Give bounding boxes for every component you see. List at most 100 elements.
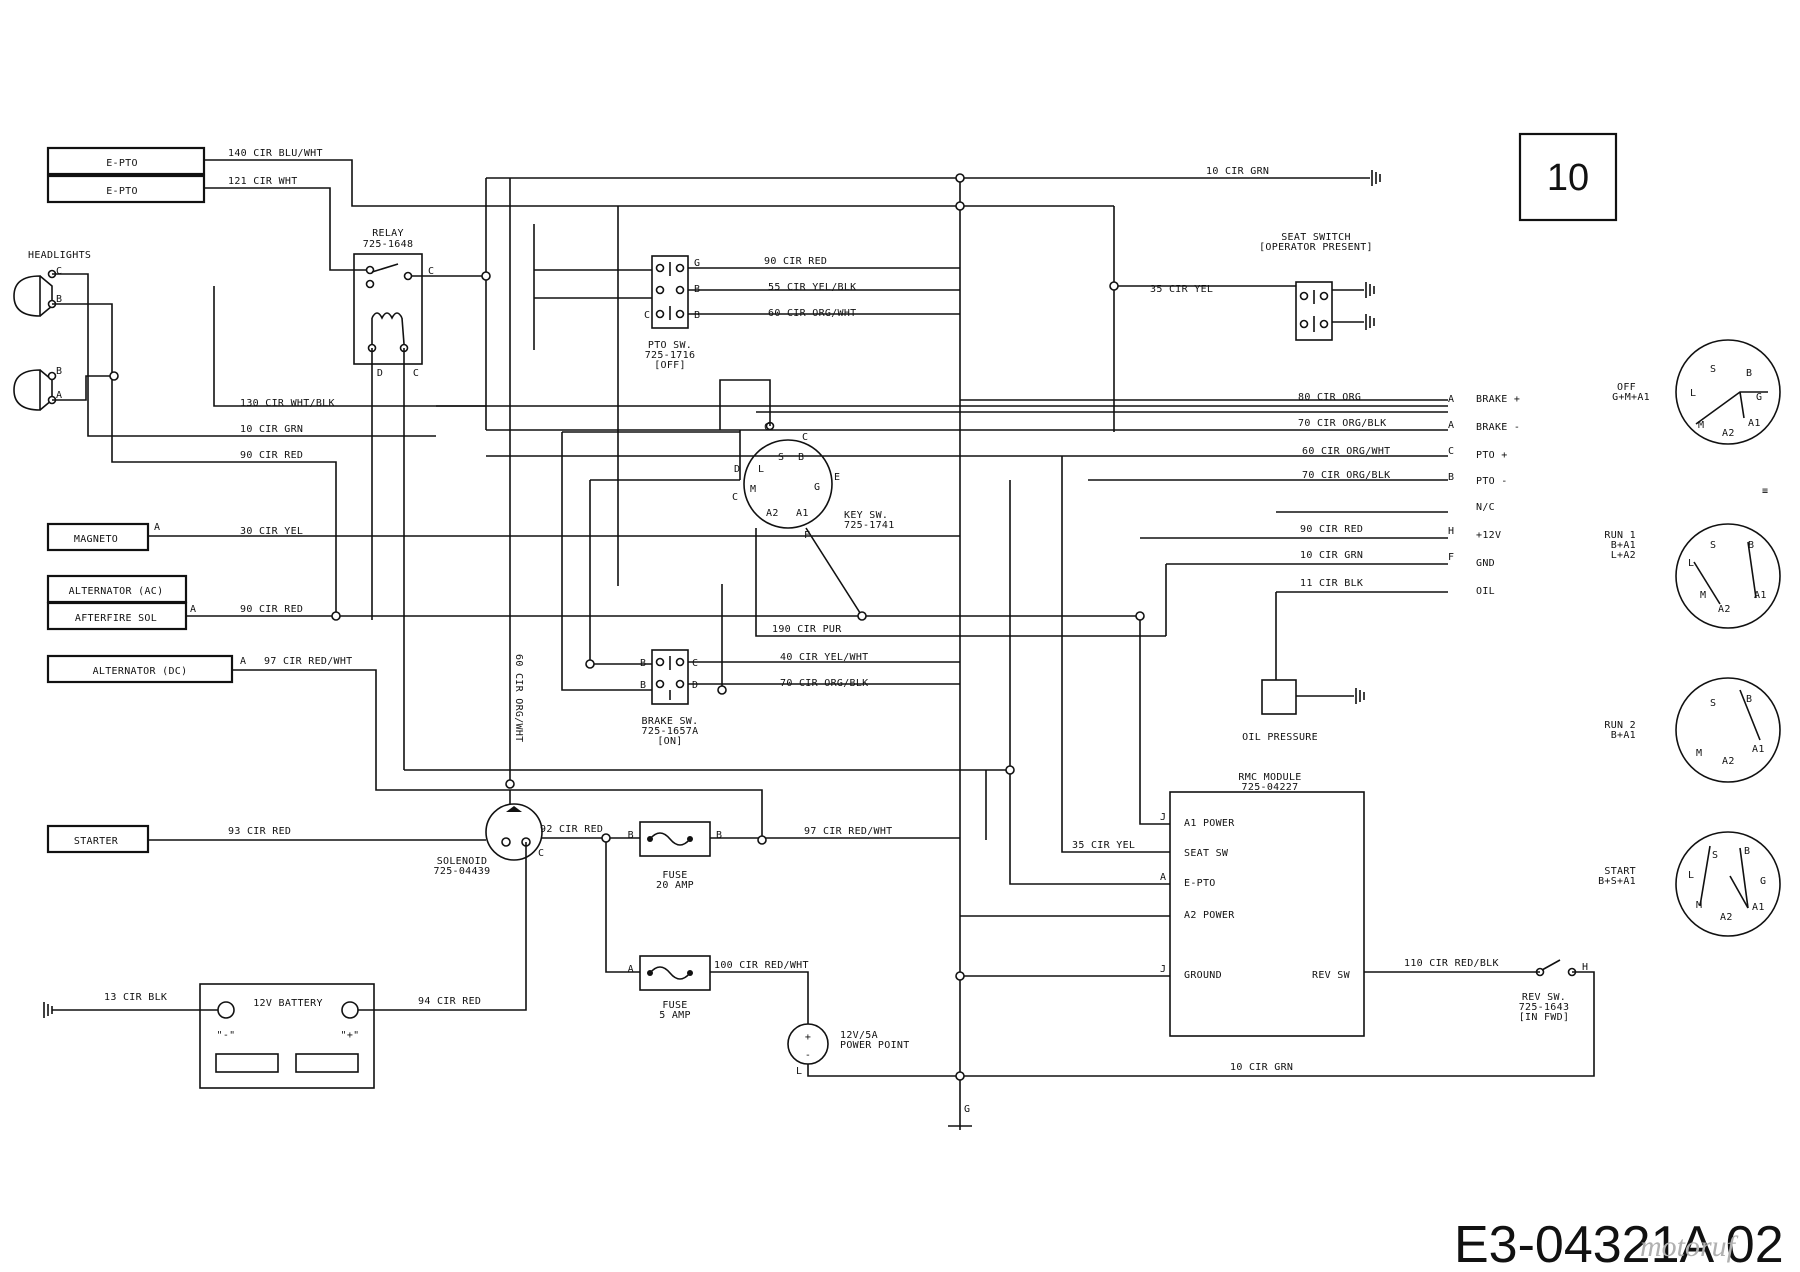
svg-text:H: H xyxy=(1582,962,1588,973)
svg-text:KEY SW.: KEY SW. xyxy=(844,510,888,521)
svg-text:97 CIR RED/WHT: 97 CIR RED/WHT xyxy=(804,826,893,837)
svg-text:RUN 2: RUN 2 xyxy=(1604,720,1636,731)
svg-text:10 CIR GRN: 10 CIR GRN xyxy=(1230,1062,1293,1073)
svg-text:12V BATTERY: 12V BATTERY xyxy=(253,998,323,1009)
oil-pressure-sender: OIL PRESSURE xyxy=(1242,679,1365,743)
svg-text:13 CIR BLK: 13 CIR BLK xyxy=(104,992,167,1003)
svg-text:M: M xyxy=(1698,420,1704,431)
svg-text:HEADLIGHTS: HEADLIGHTS xyxy=(28,250,91,261)
svg-text:94 CIR RED: 94 CIR RED xyxy=(418,996,481,1007)
svg-text:+: + xyxy=(805,1032,811,1043)
svg-text:B: B xyxy=(1448,472,1454,483)
svg-text:80 CIR ORG: 80 CIR ORG xyxy=(1298,392,1361,403)
svg-text:B: B xyxy=(1744,846,1750,857)
svg-text:F: F xyxy=(1448,552,1454,563)
svg-text:L: L xyxy=(1690,388,1696,399)
svg-text:B: B xyxy=(56,366,62,377)
svg-text:A: A xyxy=(240,656,246,667)
page-number: 10 xyxy=(1547,157,1589,199)
svg-text:12V/5A: 12V/5A xyxy=(840,1030,878,1041)
svg-text:C: C xyxy=(56,266,62,277)
svg-text:725-1657A: 725-1657A xyxy=(642,726,699,737)
svg-text:AFTERFIRE SOL: AFTERFIRE SOL xyxy=(75,613,157,624)
svg-text:J: J xyxy=(1160,964,1166,975)
starter-box: STARTER xyxy=(46,824,150,854)
key-switch: S B L G M A2 A1 C C D E C F KEY SW. 725-… xyxy=(732,421,894,541)
svg-text:B: B xyxy=(628,830,634,841)
svg-text:GND: GND xyxy=(1476,558,1495,569)
svg-text:725-04439: 725-04439 xyxy=(434,866,491,877)
svg-text:L: L xyxy=(1688,870,1694,881)
svg-text:RELAY: RELAY xyxy=(372,228,404,239)
svg-text:FUSE: FUSE xyxy=(662,870,687,881)
key-position-start: START B+S+A1 S B L G M A2 A1 xyxy=(1598,831,1781,937)
svg-text:E: E xyxy=(834,472,840,483)
svg-text:100 CIR RED/WHT: 100 CIR RED/WHT xyxy=(714,960,809,971)
svg-text:55 CIR YEL/BLK: 55 CIR YEL/BLK xyxy=(768,282,857,293)
svg-text:A2: A2 xyxy=(1722,428,1735,439)
pto-switch: G B B C PTO SW. 725-1716 [OFF] xyxy=(644,255,700,371)
svg-text:START: START xyxy=(1604,866,1636,877)
key-position-off: OFF G+M+A1 S B L G M A2 A1 xyxy=(1612,339,1781,445)
svg-text:92 CIR RED: 92 CIR RED xyxy=(540,824,603,835)
svg-text:30 CIR YEL: 30 CIR YEL xyxy=(240,526,303,537)
svg-text:E-PTO: E-PTO xyxy=(1184,878,1216,889)
svg-text:90 CIR RED: 90 CIR RED xyxy=(240,604,303,615)
svg-text:B+S+A1: B+S+A1 xyxy=(1598,876,1636,887)
svg-text:A1: A1 xyxy=(1752,744,1765,755)
svg-text:[ON]: [ON] xyxy=(657,736,682,747)
svg-text:L: L xyxy=(758,464,764,475)
svg-text:H: H xyxy=(1448,526,1454,537)
svg-text:OIL PRESSURE: OIL PRESSURE xyxy=(1242,732,1318,743)
svg-text:90 CIR RED: 90 CIR RED xyxy=(240,450,303,461)
alternator-ac-box: ALTERNATOR (AC) AFTERFIRE SOL xyxy=(46,574,188,631)
svg-text:ALTERNATOR (DC): ALTERNATOR (DC) xyxy=(93,666,188,677)
svg-text:A: A xyxy=(1160,872,1166,883)
svg-text:"-": "-" xyxy=(217,1030,236,1041)
svg-text:40 CIR YEL/WHT: 40 CIR YEL/WHT xyxy=(780,652,869,663)
svg-text:L: L xyxy=(796,1066,802,1077)
svg-text:SEAT SWITCH: SEAT SWITCH xyxy=(1281,232,1351,243)
svg-text:A1 POWER: A1 POWER xyxy=(1184,818,1235,829)
svg-text:G: G xyxy=(1760,876,1766,887)
svg-text:B: B xyxy=(694,310,700,321)
svg-text:D: D xyxy=(377,368,383,379)
svg-text:725-1716: 725-1716 xyxy=(645,350,696,361)
svg-text:ALTERNATOR (AC): ALTERNATOR (AC) xyxy=(69,586,164,597)
rmc-module: RMC MODULE 725-04227 A1 POWER SEAT SW E-… xyxy=(1160,772,1365,1037)
svg-text:C: C xyxy=(413,368,419,379)
svg-text:STARTER: STARTER xyxy=(74,836,119,847)
svg-text:M: M xyxy=(1696,748,1702,759)
svg-text:POWER POINT: POWER POINT xyxy=(840,1040,910,1051)
svg-text:725-1643: 725-1643 xyxy=(1519,1002,1570,1013)
svg-text:MAGNETO: MAGNETO xyxy=(74,534,118,545)
svg-text:121 CIR WHT: 121 CIR WHT xyxy=(228,176,298,187)
svg-text:S: S xyxy=(1712,850,1718,861)
fuse-5a: A FUSE 5 AMP xyxy=(628,955,711,1021)
svg-text:BRAKE +: BRAKE + xyxy=(1476,394,1520,405)
svg-text:A: A xyxy=(56,390,62,401)
svg-text:B: B xyxy=(1746,694,1752,705)
svg-text:C: C xyxy=(644,310,650,321)
svg-text:[OFF]: [OFF] xyxy=(654,360,686,371)
key-position-run1: RUN 1 B+A1 L+A2 S B L M A2 A1 xyxy=(1604,523,1781,629)
fuse-20a: B B FUSE 20 AMP xyxy=(628,821,722,891)
svg-text:L+A2: L+A2 xyxy=(1611,550,1636,561)
svg-text:S: S xyxy=(1710,698,1716,709)
power-point: + - 12V/5A POWER POINT L xyxy=(787,1023,910,1077)
svg-text:5 AMP: 5 AMP xyxy=(659,1010,691,1021)
svg-text:D: D xyxy=(734,464,740,475)
svg-text:35 CIR YEL: 35 CIR YEL xyxy=(1072,840,1135,851)
svg-text:M: M xyxy=(1700,590,1706,601)
svg-text:B: B xyxy=(716,830,722,841)
svg-text:93 CIR RED: 93 CIR RED xyxy=(228,826,291,837)
svg-text:J: J xyxy=(1160,812,1166,823)
svg-text:A2: A2 xyxy=(1720,912,1733,923)
svg-text:60 CIR ORG/WHT: 60 CIR ORG/WHT xyxy=(513,654,524,743)
svg-text:D: D xyxy=(692,680,698,691)
svg-text:G+M+A1: G+M+A1 xyxy=(1612,392,1650,403)
svg-text:35 CIR YEL: 35 CIR YEL xyxy=(1150,284,1213,295)
svg-text:725-1648: 725-1648 xyxy=(363,239,414,250)
svg-text:A1: A1 xyxy=(1754,590,1767,601)
